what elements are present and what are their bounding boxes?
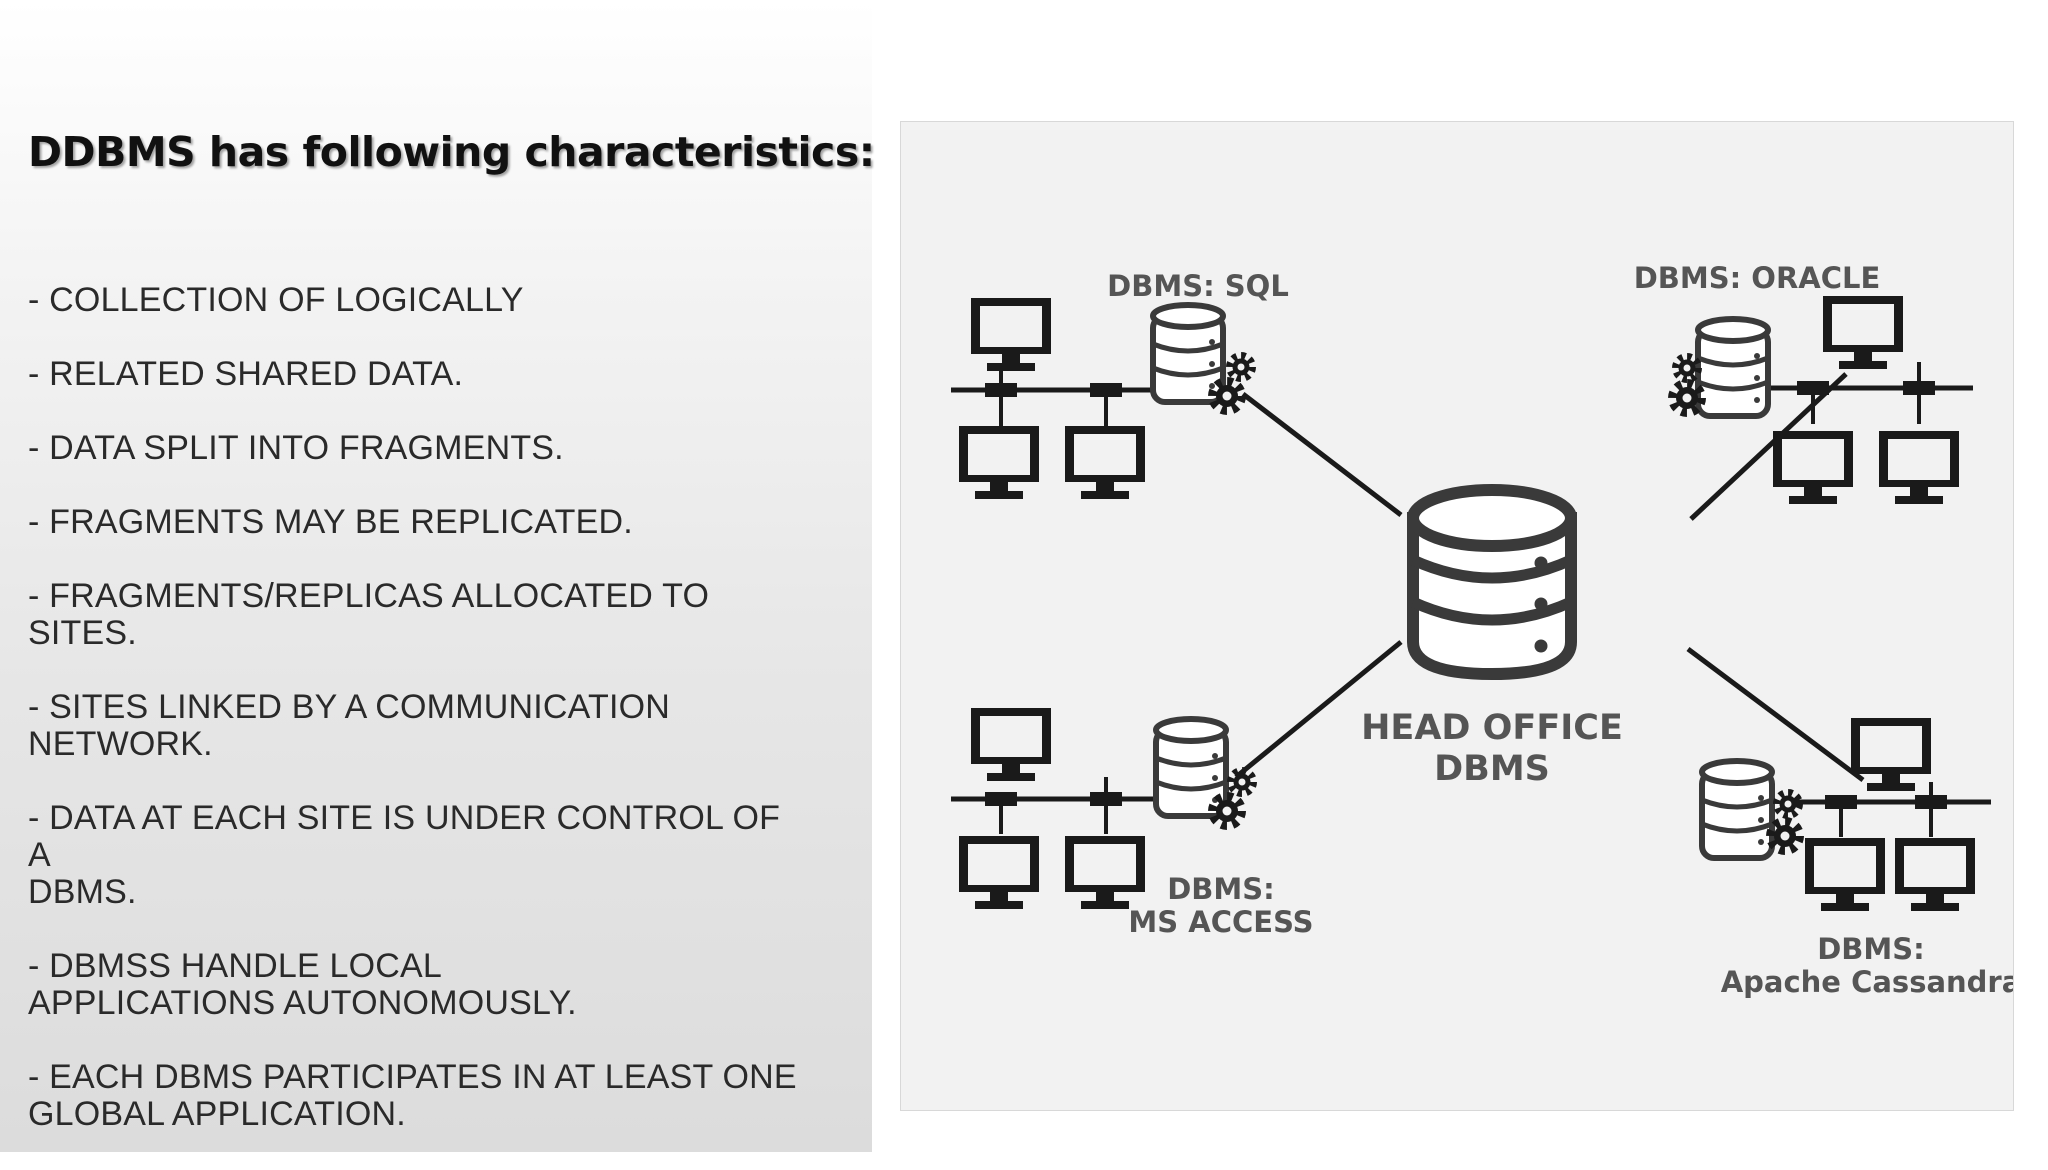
head-office-database-icon bbox=[1407, 484, 1577, 681]
characteristic-item: - EACH DBMS PARTICIPATES IN AT LEAST ONE… bbox=[28, 1059, 808, 1133]
characteristic-text: - FRAGMENTS MAY BE REPLICATED. bbox=[28, 503, 633, 541]
site-access-label: DBMS: bbox=[1167, 872, 1275, 906]
gear-icon bbox=[1777, 793, 1799, 815]
characteristic-item: - COLLECTION OF LOGICALLY bbox=[28, 282, 808, 319]
page-heading: DDBMS has following characteristics: bbox=[28, 128, 875, 176]
database-icon bbox=[1702, 761, 1772, 858]
diagram-canvas: HEAD OFFICE DBMS DBMS: SQL bbox=[951, 261, 2013, 999]
gear-icon bbox=[1771, 822, 1799, 850]
site-sql-label: DBMS: SQL bbox=[1107, 269, 1289, 303]
site-cassandra-label: DBMS: bbox=[1817, 932, 1925, 966]
characteristic-text: - EACH DBMS PARTICIPATES IN AT LEAST ONE bbox=[28, 1058, 797, 1096]
computer-monitor-icon bbox=[971, 708, 1051, 781]
computer-monitor-icon bbox=[1773, 431, 1853, 504]
computer-monitor-icon bbox=[1895, 838, 1975, 911]
database-icon bbox=[1156, 719, 1226, 816]
computer-monitor-icon bbox=[1879, 431, 1959, 504]
characteristic-text: - COLLECTION OF LOGICALLY bbox=[28, 281, 524, 319]
characteristic-text: - FRAGMENTS/REPLICAS ALLOCATED TO SITES. bbox=[28, 577, 710, 652]
characteristic-text: - SITES LINKED BY A COMMUNICATION bbox=[28, 688, 671, 726]
characteristic-item: - RELATED SHARED DATA. bbox=[28, 356, 808, 393]
head-office-label-line2: DBMS bbox=[1434, 749, 1550, 789]
computer-monitor-icon bbox=[959, 836, 1039, 909]
computer-monitor-icon bbox=[1065, 426, 1145, 499]
link-cassandra bbox=[1686, 646, 1865, 783]
characteristic-text: - DATA SPLIT INTO FRAGMENTS. bbox=[28, 429, 564, 467]
characteristic-text: - DATA AT EACH SITE IS UNDER CONTROL OF … bbox=[28, 799, 781, 874]
characteristic-text-continued: GLOBAL APPLICATION. bbox=[28, 1095, 406, 1133]
site-ms-access bbox=[951, 708, 1253, 909]
characteristic-text-continued: APPLICATIONS AUTONOMOUSLY. bbox=[28, 984, 577, 1022]
characteristics-panel: DDBMS has following characteristics: - C… bbox=[0, 0, 875, 1152]
characteristic-item: - DATA AT EACH SITE IS UNDER CONTROL OF … bbox=[28, 800, 808, 911]
site-oracle bbox=[1673, 296, 1973, 504]
characteristic-item: - FRAGMENTS MAY BE REPLICATED. bbox=[28, 504, 808, 541]
computer-monitor-icon bbox=[1823, 296, 1903, 369]
site-access-label-line2: MS ACCESS bbox=[1128, 905, 1313, 939]
computer-monitor-icon bbox=[1805, 838, 1885, 911]
characteristic-text: - DBMSS HANDLE LOCAL bbox=[28, 947, 442, 985]
characteristic-text-continued: NETWORK. bbox=[28, 725, 213, 763]
characteristic-item: - FRAGMENTS/REPLICAS ALLOCATED TO SITES. bbox=[28, 578, 808, 652]
gear-icon bbox=[1231, 771, 1253, 793]
link-sql bbox=[1241, 392, 1403, 517]
characteristic-text-continued: DBMS. bbox=[28, 873, 137, 911]
gear-icon bbox=[1230, 356, 1252, 378]
site-sql bbox=[951, 298, 1252, 499]
database-icon bbox=[1153, 305, 1223, 402]
characteristic-item: - DATA SPLIT INTO FRAGMENTS. bbox=[28, 430, 808, 467]
database-icon bbox=[1698, 319, 1768, 416]
computer-monitor-icon bbox=[959, 426, 1039, 499]
link-oracle bbox=[1689, 372, 1848, 521]
computer-monitor-icon bbox=[1851, 718, 1931, 791]
site-cassandra-label-line2: Apache Cassandra bbox=[1721, 965, 2013, 999]
characteristic-text: - RELATED SHARED DATA. bbox=[28, 355, 464, 393]
site-cassandra bbox=[1702, 718, 1991, 911]
computer-monitor-icon bbox=[971, 298, 1051, 371]
link-access bbox=[1234, 640, 1403, 779]
gear-icon bbox=[1676, 357, 1698, 379]
computer-monitor-icon bbox=[1065, 836, 1145, 909]
head-office-label: HEAD OFFICE bbox=[1361, 708, 1623, 748]
site-oracle-label: DBMS: ORACLE bbox=[1634, 261, 1881, 295]
ddbms-network-diagram: HEAD OFFICE DBMS DBMS: SQL bbox=[900, 121, 2014, 1111]
characteristics-list: - COLLECTION OF LOGICALLY - RELATED SHAR… bbox=[28, 282, 808, 1170]
